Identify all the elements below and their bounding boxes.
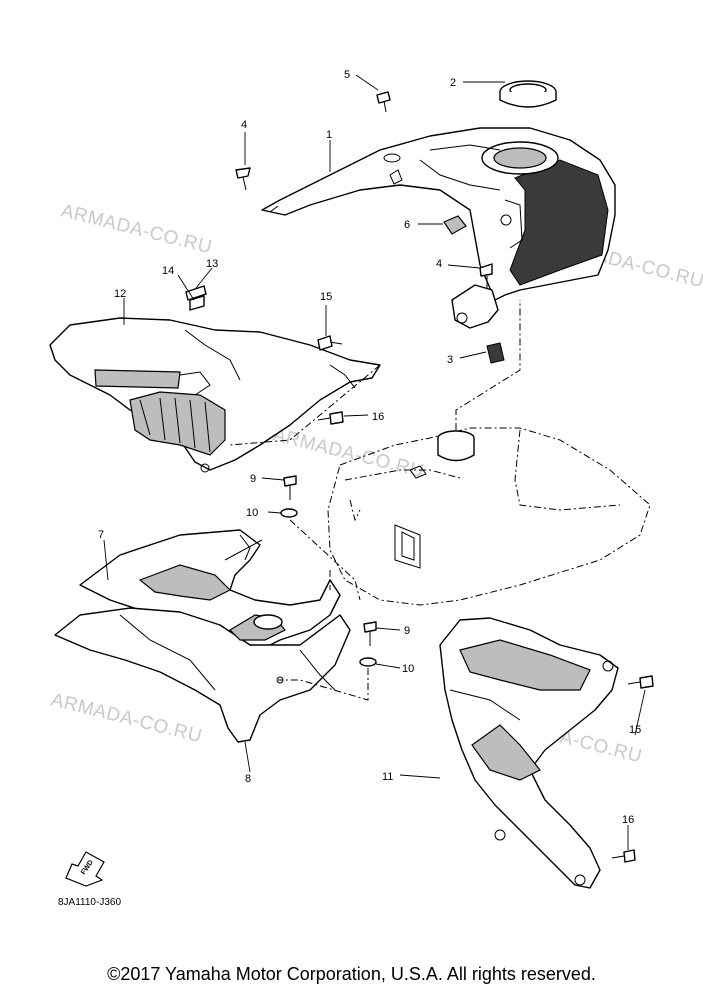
callout-4: 4 — [436, 258, 442, 270]
assembly-line — [278, 668, 369, 701]
callout-1: 1 — [326, 129, 332, 141]
grommet — [499, 80, 557, 108]
copyright-notice: ©2017 Yamaha Motor Corporation, U.S.A. A… — [107, 964, 596, 984]
callout-14: 14 — [162, 265, 174, 277]
callout-4: 4 — [241, 119, 247, 131]
callout-9: 9 — [404, 625, 410, 637]
clip — [486, 342, 505, 364]
callout-2: 2 — [450, 77, 456, 89]
leader-lines — [103, 74, 646, 850]
bolt — [283, 475, 297, 500]
callout-5: 5 — [344, 69, 350, 81]
fuel-tank — [327, 300, 651, 606]
fwd-arrow-icon: FWD — [65, 851, 105, 887]
callout-7: 7 — [98, 529, 104, 541]
screw — [376, 91, 391, 113]
callout-10: 10 — [402, 663, 414, 675]
callout-6: 6 — [404, 219, 410, 231]
callouts: 1 2 3 4 4 5 6 7 8 9 9 10 10 11 12 13 14 … — [98, 69, 641, 826]
watermark: ARMADA-CO.RU — [271, 424, 426, 482]
tank-cover — [261, 127, 616, 329]
bolt — [627, 675, 654, 689]
watermark: ARMADA-CO.RU — [49, 689, 204, 747]
side-cover — [49, 317, 381, 473]
screw — [317, 411, 344, 425]
callout-16: 16 — [372, 411, 384, 423]
washer — [359, 657, 377, 667]
callout-15: 15 — [320, 291, 332, 303]
assembly-line — [289, 519, 361, 601]
bolt — [235, 167, 251, 191]
callout-13: 13 — [206, 258, 218, 270]
side-cover-right — [439, 617, 619, 889]
callout-3: 3 — [447, 354, 453, 366]
clip — [185, 285, 207, 301]
screw — [611, 849, 636, 863]
bolt — [479, 263, 493, 288]
callout-16: 16 — [622, 814, 634, 826]
lower-cover — [54, 607, 351, 743]
diagram-code: 8JA1110-J360 — [58, 897, 121, 908]
callout-9: 9 — [250, 473, 256, 485]
callout-12: 12 — [114, 288, 126, 300]
callout-10: 10 — [246, 507, 258, 519]
washer — [280, 508, 298, 518]
watermark: ARMADA-CO.RU — [59, 200, 214, 258]
callout-8: 8 — [245, 773, 251, 785]
callout-11: 11 — [382, 771, 393, 783]
bolt — [317, 335, 343, 351]
callout-15: 15 — [629, 724, 641, 736]
damper — [443, 215, 467, 235]
bolt — [363, 621, 377, 646]
